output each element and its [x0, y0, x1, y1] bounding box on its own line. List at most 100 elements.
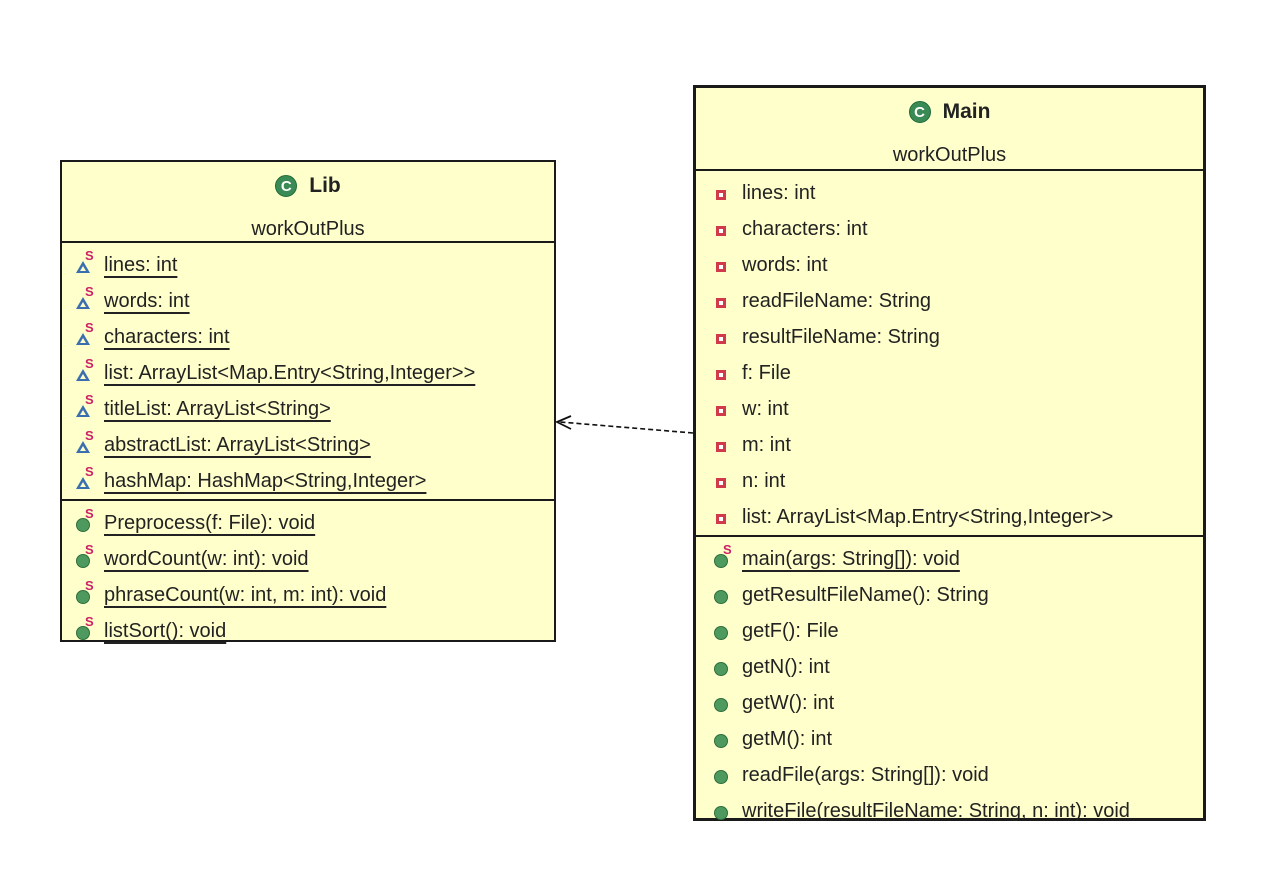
field-signature: words: int — [742, 253, 828, 276]
public-visibility-icon — [712, 620, 732, 642]
method-row[interactable]: readFile(args: String[]): void — [696, 757, 1203, 793]
field-signature: m: int — [742, 433, 791, 456]
method-signature: getF(): File — [742, 619, 839, 642]
private-visibility-icon — [712, 506, 732, 528]
package-visibility-icon: S — [74, 248, 96, 276]
public-visibility-icon: S — [712, 542, 732, 570]
method-signature: wordCount(w: int): void — [104, 547, 309, 570]
private-visibility-icon — [712, 218, 732, 240]
private-visibility-icon — [712, 398, 732, 420]
class-icon: C — [908, 101, 931, 123]
static-marker-icon: S — [85, 356, 94, 371]
class-header: C Main workOutPlus — [696, 88, 1203, 169]
private-visibility-icon — [712, 182, 732, 204]
public-visibility-icon — [712, 584, 732, 606]
class-main[interactable]: C Main workOutPlus lines: int characters:… — [693, 85, 1206, 822]
static-marker-icon: S — [85, 284, 94, 299]
public-visibility-icon — [712, 764, 732, 786]
field-row[interactable]: words: int — [696, 247, 1203, 283]
public-visibility-icon — [712, 800, 732, 822]
field-signature: lines: int — [104, 253, 178, 276]
package-name: workOutPlus — [892, 144, 1007, 166]
field-row[interactable]: list: ArrayList<Map.Entry<String,Integer… — [696, 499, 1203, 535]
public-visibility-icon: S — [74, 542, 96, 570]
static-marker-icon: S — [85, 320, 94, 335]
package-visibility-icon: S — [74, 284, 96, 312]
field-signature: f: File — [742, 361, 791, 384]
public-visibility-icon — [712, 692, 732, 714]
field-signature: words: int — [104, 289, 190, 312]
fields-section: lines: int characters: int words: int readF… — [696, 169, 1203, 535]
field-row[interactable]: w: int — [696, 391, 1203, 427]
method-row[interactable]: getF(): File — [696, 613, 1203, 649]
method-signature: getN(): int — [742, 655, 830, 678]
static-marker-icon: S — [85, 506, 94, 521]
package-visibility-icon: S — [74, 320, 96, 348]
method-row[interactable]: getM(): int — [696, 721, 1203, 757]
method-row[interactable]: writeFile(resultFileName: String, n: int… — [696, 793, 1203, 829]
package-visibility-icon: S — [74, 464, 96, 492]
class-name: Lib — [309, 174, 341, 197]
field-signature: characters: int — [742, 217, 868, 240]
private-visibility-icon — [712, 326, 732, 348]
field-signature: hashMap: HashMap<String,Integer> — [104, 469, 427, 492]
static-marker-icon: S — [723, 542, 732, 557]
method-row[interactable]: getResultFileName(): String — [696, 577, 1203, 613]
public-visibility-icon — [712, 656, 732, 678]
static-marker-icon: S — [85, 428, 94, 443]
private-visibility-icon — [712, 290, 732, 312]
field-row[interactable]: resultFileName: String — [696, 319, 1203, 355]
field-signature: lines: int — [742, 181, 816, 204]
method-signature: readFile(args: String[]): void — [742, 763, 989, 786]
field-row[interactable]: m: int — [696, 427, 1203, 463]
public-visibility-icon — [712, 728, 732, 750]
static-marker-icon: S — [85, 578, 94, 593]
field-row[interactable]: lines: int — [696, 175, 1203, 211]
method-signature: getResultFileName(): String — [742, 583, 989, 606]
field-row[interactable]: n: int — [696, 463, 1203, 499]
method-row[interactable]: getN(): int — [696, 649, 1203, 685]
field-signature: readFileName: String — [742, 289, 931, 312]
private-visibility-icon — [712, 254, 732, 276]
private-visibility-icon — [712, 434, 732, 456]
field-row[interactable]: characters: int — [696, 211, 1203, 247]
private-visibility-icon — [712, 362, 732, 384]
method-signature: Preprocess(f: File): void — [104, 511, 316, 534]
method-signature: phraseCount(w: int, m: int): void — [104, 583, 387, 606]
field-row[interactable]: f: File — [696, 355, 1203, 391]
field-signature: resultFileName: String — [742, 325, 940, 348]
static-marker-icon: S — [85, 614, 94, 629]
package-visibility-icon: S — [74, 428, 96, 456]
private-visibility-icon — [712, 470, 732, 492]
static-marker-icon: S — [85, 392, 94, 407]
class-icon: C — [275, 175, 298, 197]
field-signature: abstractList: ArrayList<String> — [104, 433, 371, 456]
method-signature: listSort(): void — [104, 619, 227, 642]
field-signature: titleList: ArrayList<String> — [104, 397, 331, 420]
method-signature: getW(): int — [742, 691, 835, 714]
static-marker-icon: S — [85, 464, 94, 479]
package-visibility-icon: S — [74, 392, 96, 420]
method-row[interactable]: S Preprocess(f: File): void — [62, 505, 554, 541]
field-row[interactable]: readFileName: String — [696, 283, 1203, 319]
class-header: C Lib workOutPlus — [62, 162, 554, 241]
field-signature: w: int — [742, 397, 789, 420]
public-visibility-icon: S — [74, 578, 96, 606]
method-row[interactable]: getW(): int — [696, 685, 1203, 721]
